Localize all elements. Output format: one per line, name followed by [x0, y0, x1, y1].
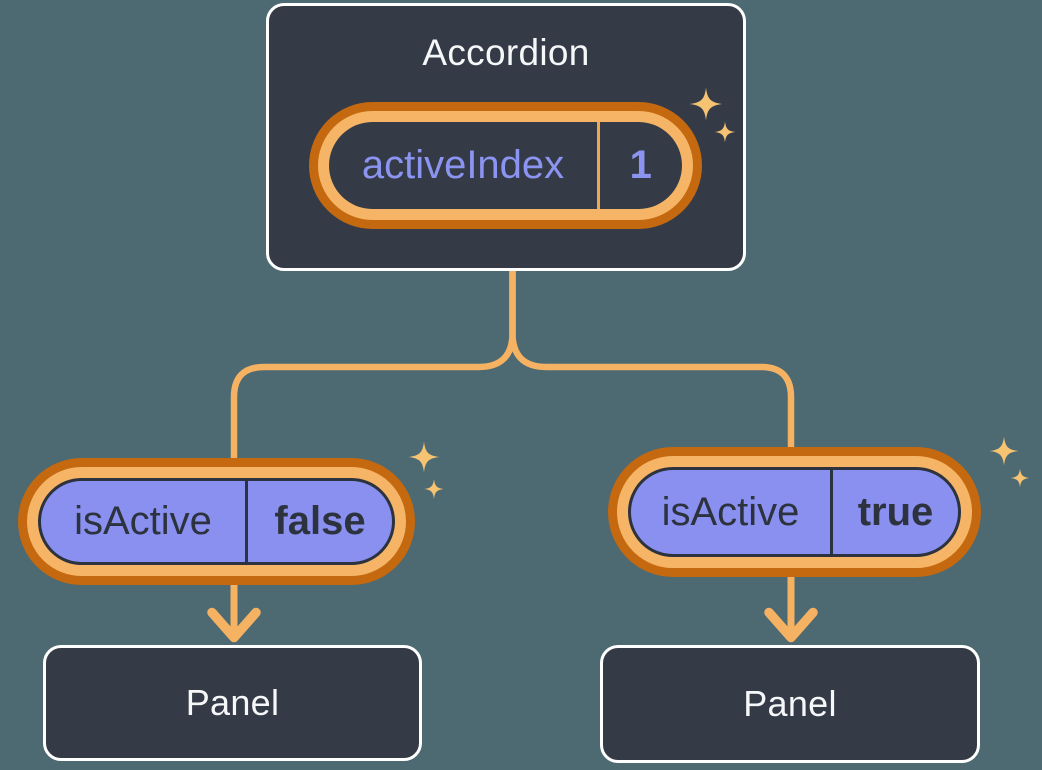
state-pill: activeIndex 1: [309, 102, 702, 229]
pill-divider: [245, 481, 248, 562]
prop-pill: isActive false: [18, 458, 415, 585]
pill-divider: [830, 470, 833, 554]
state-value-label: 1: [629, 143, 652, 187]
arrow-down-icon: [207, 574, 261, 643]
prop-pill-body: isActive true: [628, 467, 961, 557]
state-name-label: activeIndex: [361, 143, 565, 187]
prop-pill-body: isActive false: [38, 478, 395, 565]
state-pill-body: activeIndex 1: [329, 122, 682, 209]
prop-value-label: true: [857, 489, 934, 534]
prop-pill: isActive true: [608, 447, 981, 577]
component-title: Panel: [743, 683, 837, 724]
connector-branch-right: [509, 267, 795, 456]
arrow-down-icon: [764, 568, 818, 643]
panel-component-box: Panel: [600, 645, 980, 763]
accordion-component-box: Accordion activeIndex 1: [266, 3, 746, 271]
prop-name-label: isActive: [74, 499, 212, 543]
component-title: Accordion: [422, 32, 590, 73]
prop-value-label: false: [274, 499, 366, 543]
component-title: Panel: [185, 682, 280, 723]
panel-component-box: Panel: [43, 645, 422, 761]
pill-divider: [597, 122, 600, 209]
prop-name-label: isActive: [661, 489, 800, 534]
connector-branch-left: [230, 267, 516, 466]
